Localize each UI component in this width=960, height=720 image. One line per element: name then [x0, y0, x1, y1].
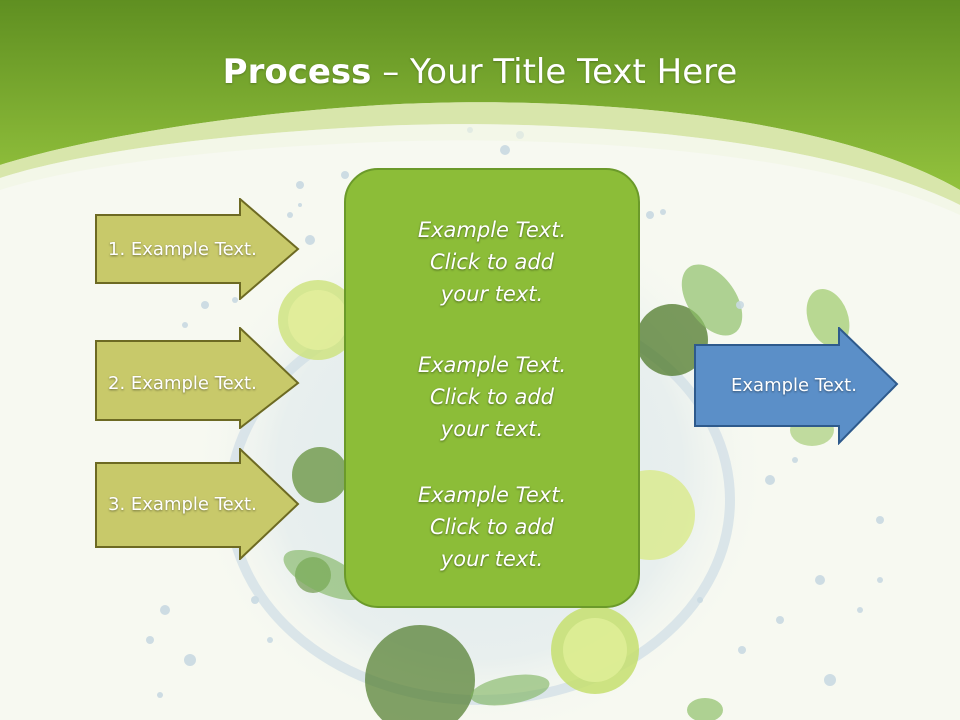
left-arrow-2: 2. Example Text.	[95, 327, 300, 429]
slide-title: Process – Your Title Text Here	[0, 52, 960, 92]
title-separator: –	[371, 52, 411, 92]
center-paragraph-2: Example Text. Click to add your text.	[346, 349, 638, 445]
paragraph-line: your text.	[440, 282, 544, 306]
center-process-box[interactable]: Example Text. Click to add your text. Ex…	[344, 168, 640, 608]
paragraph-line: Example Text.	[417, 483, 567, 507]
title-text: Your Title Text Here	[410, 52, 738, 92]
paragraph-line: your text.	[440, 547, 544, 571]
paragraph-line: Click to add	[429, 385, 554, 409]
title-bold: Process	[222, 52, 372, 92]
left-arrow-1: 1. Example Text.	[95, 198, 300, 300]
paragraph-line: Click to add	[429, 515, 554, 539]
left-arrow-3: 3. Example Text.	[95, 448, 300, 560]
output-arrow: Example Text.	[694, 327, 900, 445]
arrow-shape	[95, 448, 300, 560]
arrow-label: 2. Example Text.	[108, 372, 257, 394]
arrow-shape	[694, 327, 899, 445]
center-paragraph-3: Example Text. Click to add your text.	[346, 479, 638, 575]
center-paragraph-1: Example Text. Click to add your text.	[346, 214, 638, 310]
arrow-shape	[95, 198, 300, 300]
lime-decoration	[636, 304, 708, 376]
paragraph-line: Click to add	[429, 250, 554, 274]
paragraph-line: Example Text.	[417, 353, 567, 377]
arrow-shape	[95, 327, 300, 429]
arrow-label: Example Text.	[731, 374, 857, 396]
paragraph-line: your text.	[440, 417, 544, 441]
arrow-label: 3. Example Text.	[108, 493, 257, 515]
paragraph-line: Example Text.	[417, 218, 567, 242]
arrow-label: 1. Example Text.	[108, 238, 257, 260]
header-band	[0, 0, 960, 190]
